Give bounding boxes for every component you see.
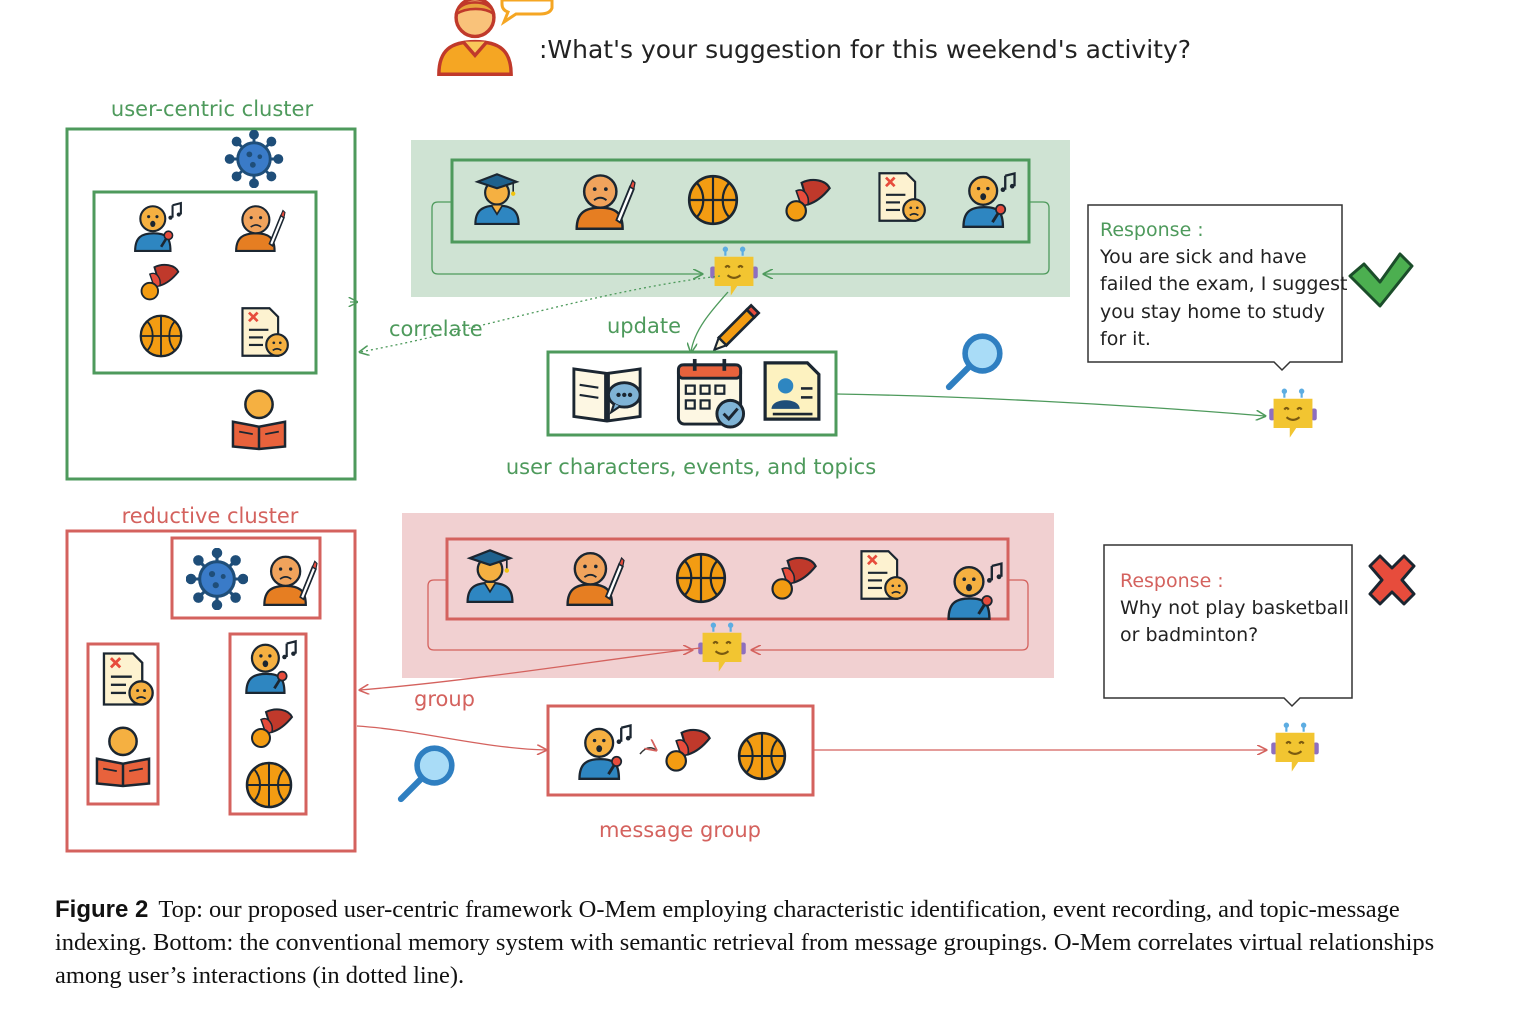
response-line: You are sick and have (1099, 246, 1307, 268)
sequence-arrow (639, 748, 656, 755)
question-text: :What's your suggestion for this weekend… (539, 35, 1191, 64)
cross-icon (1368, 554, 1416, 606)
virus-icon (186, 548, 248, 610)
search-magnifier-icon (401, 748, 452, 799)
user-centric-cluster-box (65, 127, 357, 481)
reductive-cluster-box (65, 529, 357, 853)
response-title: Response : (1120, 570, 1224, 592)
update-label: update (607, 314, 681, 338)
basketball-icon (139, 314, 183, 358)
responder-robot-icon (1268, 388, 1318, 439)
reductive-cluster-label: reductive cluster (122, 504, 299, 528)
loop-connector (752, 579, 1029, 650)
reader-icon (231, 389, 287, 451)
caption-text: Top: our proposed user-centric framework… (55, 896, 1435, 989)
o-mem-diagram: :What's your suggestion for this weekend… (65, 0, 1416, 853)
singer-icon (133, 201, 183, 252)
responder-robot-icon (1270, 722, 1320, 773)
user-centric-cluster-label: user-centric cluster (111, 97, 314, 121)
event-calendar-icon (678, 359, 743, 427)
failed-exam-icon (241, 306, 290, 358)
reductive-group (228, 632, 308, 816)
shuttlecock-icon (251, 708, 293, 748)
asking-user-icon (439, 0, 554, 74)
failed-exam-icon (102, 651, 155, 707)
shuttlecock-icon (140, 263, 180, 301)
response-line: for it. (1100, 328, 1151, 350)
basketball-icon (675, 552, 727, 604)
basketball-icon (687, 174, 739, 226)
group-label: group (414, 687, 475, 711)
reader-icon (95, 726, 151, 788)
sad-student-icon (234, 205, 287, 252)
loop-connector (431, 201, 702, 274)
virus-icon (224, 130, 284, 188)
basketball-icon (245, 761, 293, 809)
response-line: or badminton? (1120, 624, 1258, 646)
sad-student-icon (263, 555, 318, 606)
bottom-message-sequence (445, 537, 1010, 621)
group-to-message-arrow (356, 725, 546, 750)
response-bubble (1103, 544, 1353, 708)
check-icon (1348, 252, 1414, 308)
response-title: Response : (1100, 219, 1204, 241)
pencil-icon (713, 303, 761, 352)
reductive-group (86, 642, 160, 806)
memory-store-box (546, 350, 838, 437)
correlate-label: correlate (389, 317, 483, 341)
memory-store-label: user characters, events, and topics (506, 455, 876, 479)
retrieval-arrow (835, 393, 1265, 416)
response-line: you stay home to study (1100, 301, 1325, 323)
loop-connector (427, 579, 692, 650)
shuttlecock-icon (665, 728, 711, 772)
response-line: Why not play basketball (1120, 597, 1349, 619)
response-line: failed the exam, I suggest (1100, 273, 1347, 295)
character-profile-icon (763, 361, 821, 421)
top-message-sequence (450, 158, 1031, 244)
group-arrow (360, 647, 701, 690)
singer-icon (577, 723, 633, 780)
figure-label: Figure 2 (55, 896, 149, 923)
update-arrow (691, 291, 729, 352)
message-group-label: message group (599, 818, 761, 842)
response-bubble (1087, 204, 1343, 372)
topic-book-icon (572, 367, 642, 423)
user-centric-inner-group (92, 190, 318, 375)
reductive-group (170, 536, 322, 620)
singer-icon (244, 639, 298, 694)
basketball-icon (737, 731, 787, 781)
loop-connector (764, 201, 1050, 274)
search-magnifier-icon (949, 336, 1000, 387)
